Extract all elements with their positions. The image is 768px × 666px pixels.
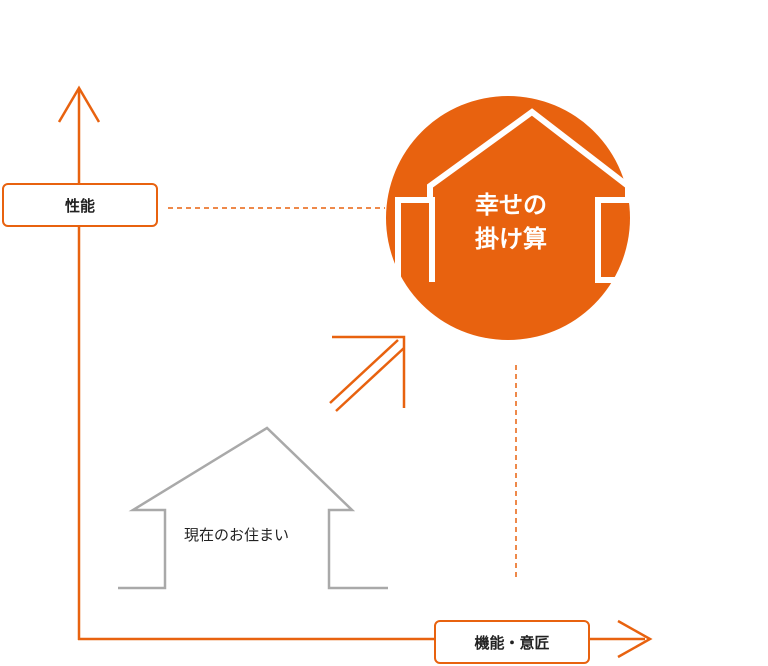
current-home-label-text: 現在のお住まい (184, 526, 290, 544)
y-axis-label-text: 性能 (64, 196, 95, 215)
double-arrow-up-right-icon (329, 335, 406, 412)
target-label: 幸せの 掛け算 (451, 188, 571, 256)
current-home-label: 現在のお住まい (184, 524, 289, 545)
x-axis-label: 機能・意匠 (434, 620, 590, 664)
x-axis-label-text: 機能・意匠 (474, 633, 550, 652)
house-inner-wall-right (595, 197, 628, 283)
house-inner-wall-left (398, 197, 435, 282)
arrow-right-icon (617, 619, 653, 659)
house-outline-icon (118, 426, 388, 590)
arrow-up-icon (57, 85, 101, 123)
target-circle (386, 96, 630, 340)
target-label-line2: 掛け算 (475, 225, 547, 253)
target-label-line1: 幸せの (475, 191, 547, 219)
y-axis-label: 性能 (2, 183, 158, 227)
